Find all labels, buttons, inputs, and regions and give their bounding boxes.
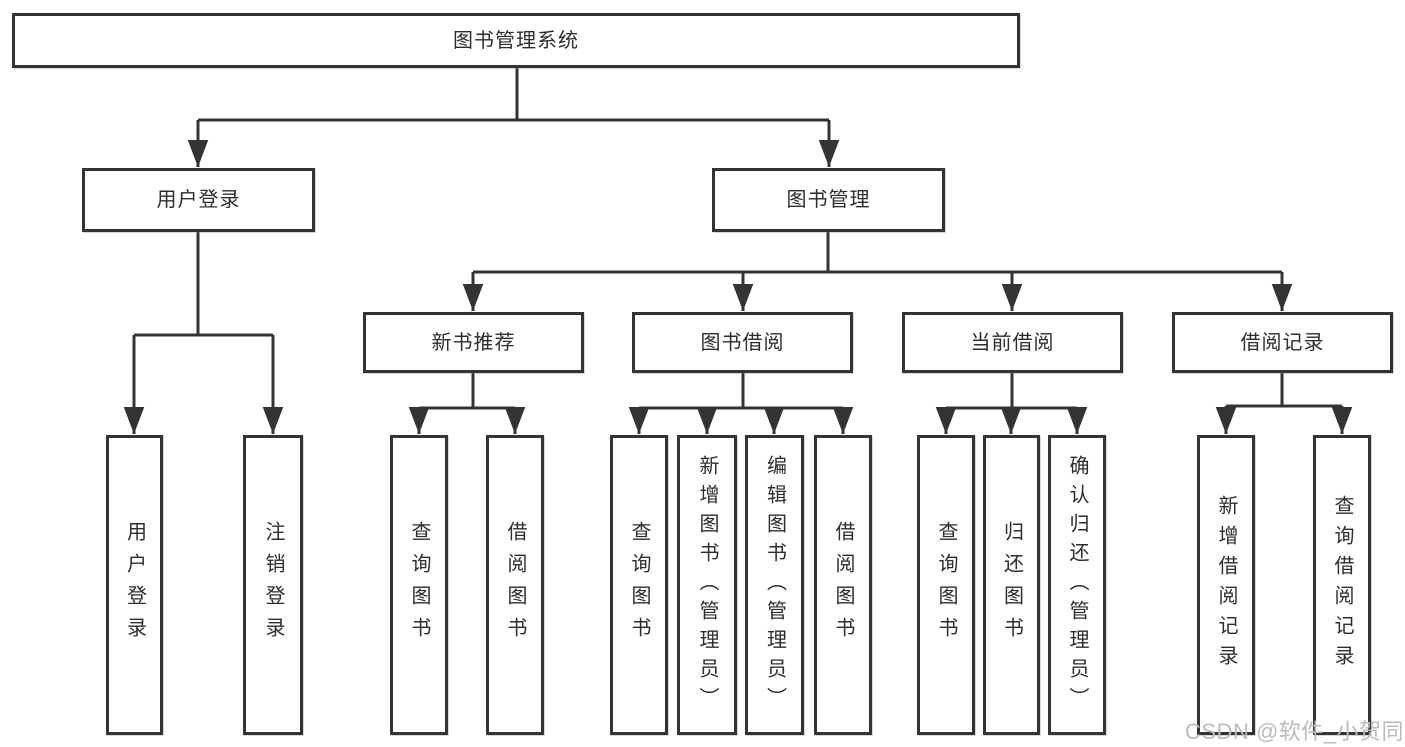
- node-current-borrowing: 当前借阅: [902, 312, 1123, 373]
- leaf-query-books-borrowing: 查询图书: [610, 435, 668, 735]
- leaf-borrow-books-borrowing: 借阅图书: [814, 435, 872, 735]
- node-book-borrowing: 图书借阅: [632, 312, 853, 373]
- leaf-confirm-return-admin: 确认归还（管理员）: [1048, 435, 1106, 735]
- leaf-return-books: 归还图书: [983, 435, 1040, 735]
- leaf-query-books-recommend: 查询图书: [390, 435, 448, 735]
- node-user-login: 用户登录: [82, 168, 315, 232]
- watermark: CSDN @软件_小贺同学: [1185, 719, 1405, 744]
- leaf-add-book-admin: 新增图书（管理员）: [677, 435, 737, 735]
- node-new-book-recommend: 新书推荐: [363, 312, 584, 373]
- node-library-management-system: 图书管理系统: [12, 13, 1020, 68]
- leaf-logout: 注销登录: [243, 435, 303, 735]
- leaf-borrow-books-recommend: 借阅图书: [486, 435, 544, 735]
- node-borrowing-records: 借阅记录: [1172, 312, 1393, 373]
- leaf-user-login: 用户登录: [106, 435, 163, 735]
- leaf-query-borrow-record: 查询借阅记录: [1313, 435, 1371, 735]
- leaf-edit-book-admin: 编辑图书（管理员）: [745, 435, 804, 735]
- node-book-management: 图书管理: [712, 168, 945, 232]
- leaf-add-borrow-record: 新增借阅记录: [1197, 435, 1255, 735]
- leaf-query-books-current: 查询图书: [917, 435, 975, 735]
